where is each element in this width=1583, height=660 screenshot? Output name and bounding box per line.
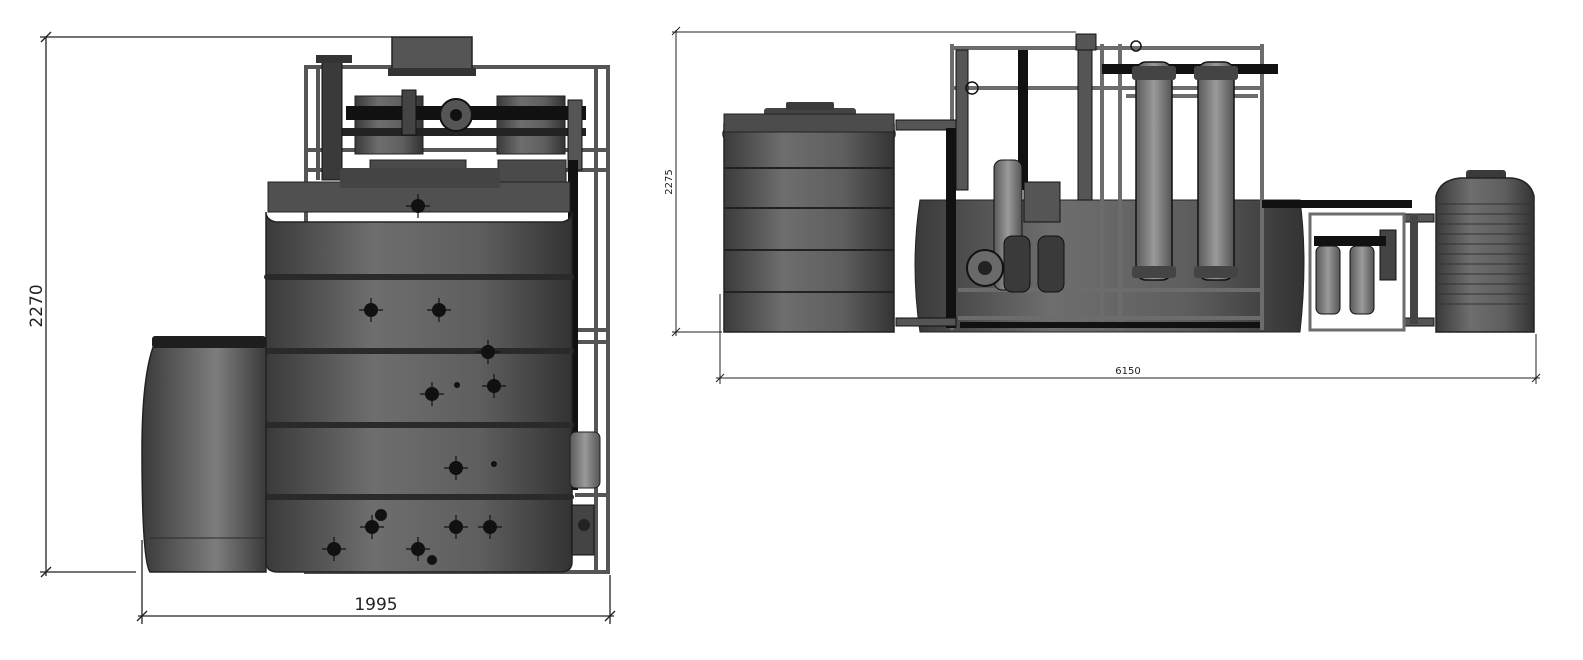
side-control-box	[391, 36, 473, 74]
side-main-tank	[264, 168, 574, 573]
side-barrel	[141, 336, 267, 573]
front-right-tank	[1435, 170, 1535, 333]
side-view: 2270 1995	[27, 31, 616, 624]
front-length-dimension	[715, 294, 1541, 384]
front-piping	[895, 33, 1435, 328]
side-pump	[569, 431, 601, 556]
front-left-tank	[722, 102, 896, 333]
side-width-label: 1995	[354, 595, 397, 615]
side-width-dimension	[136, 540, 616, 624]
side-height-label: 2270	[27, 284, 47, 327]
side-top-piping	[316, 55, 586, 490]
front-filter-pumps	[966, 159, 1065, 293]
front-small-skid	[1308, 212, 1406, 332]
front-height-label: 2275	[664, 169, 675, 194]
side-height-dimension	[40, 31, 392, 578]
front-membrane-housings	[1132, 61, 1238, 281]
front-height-dimension	[671, 26, 1076, 337]
front-length-label: 6150	[1115, 366, 1140, 377]
front-view: 2275 6150	[664, 26, 1541, 384]
